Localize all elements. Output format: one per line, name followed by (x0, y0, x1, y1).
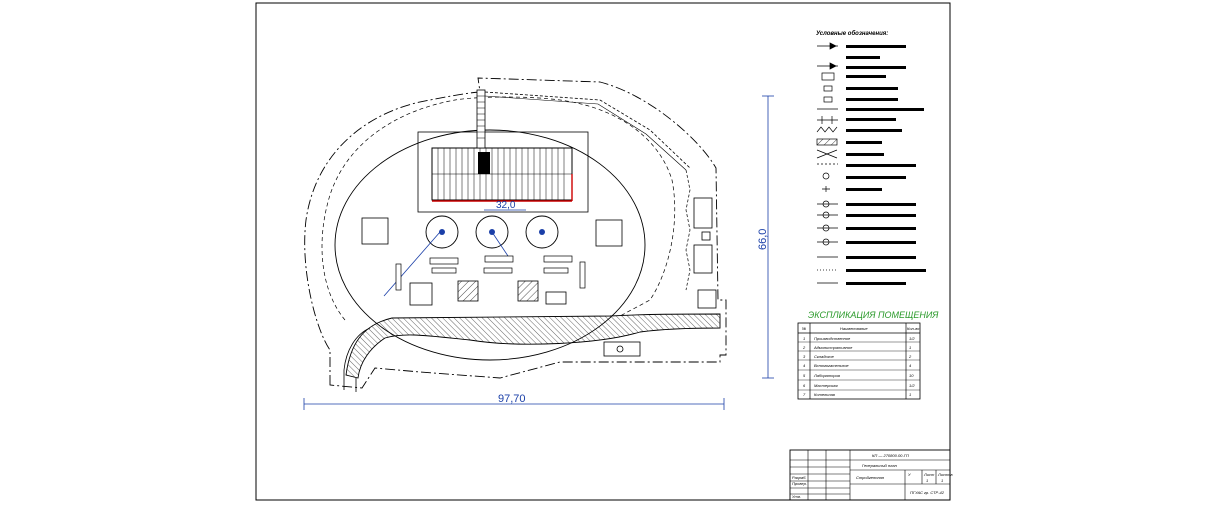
fence-ring (321, 96, 676, 321)
expl-header-qty: Кол-во (907, 326, 920, 331)
right-structures (603, 197, 717, 357)
expl-row-qty: 1 (909, 345, 911, 350)
crane-reach-line (383, 231, 441, 297)
expl-row-qty: 1/2 (909, 383, 915, 388)
stamp-sheet-label: Лист (923, 472, 935, 477)
stamp-subtitle: Стройгенплан (856, 475, 885, 480)
expl-row-name: Административное (813, 345, 853, 350)
expl-row-name: Лаборатория (813, 373, 841, 378)
crane-positions (425, 215, 559, 249)
expl-row-name: Складское (814, 354, 835, 359)
temporary-buildings (395, 255, 586, 291)
stamp-approved: Утв. (792, 494, 801, 499)
stamp-checked: Провер. (792, 481, 807, 486)
access-road (345, 313, 721, 379)
stamp-org: ПГУАС гр. СТР-42 (910, 490, 945, 495)
width-dimension-label: 97,70 (498, 393, 526, 405)
expl-row-qty: 2 (908, 354, 912, 359)
stamp-developed: Разраб. (792, 475, 806, 480)
hatched-block-2 (517, 280, 539, 302)
expl-header-num: № (802, 326, 807, 331)
expl-header-name: Наименование (840, 326, 868, 331)
building-outline (417, 131, 589, 213)
expl-row-qty: 1/2 (909, 336, 915, 341)
crane-zone-ellipse (334, 129, 646, 361)
title-block: КП — 270800.00-ГП Генеральный план Строй… (789, 449, 953, 501)
hatched-block-1 (457, 280, 479, 302)
expl-row-num: 7 (803, 392, 806, 397)
explication: ЭКСПЛИКАЦИЯ ПОМЕЩЕНИЯ № Наименование Кол… (797, 310, 939, 400)
stamp-stage: У (908, 472, 911, 477)
expl-row-num: 5 (803, 373, 806, 378)
legend-title: Условные обозначения: (816, 30, 888, 37)
stamp-sheets-label: Листов (937, 472, 953, 477)
sheet-frame (255, 2, 951, 501)
building-length-label: 32,0 (496, 200, 516, 211)
expl-row-num: 6 (803, 383, 806, 388)
crane-track (476, 89, 486, 149)
stamp-title: Генеральный план (862, 463, 898, 468)
expl-row-qty: 1 (909, 392, 911, 397)
site-boundary (304, 77, 727, 389)
expl-row-qty: 4 (909, 363, 912, 368)
temporary-road-top (484, 91, 691, 169)
expl-row-qty: 10 (909, 373, 914, 378)
expl-row-name: Мастерская (814, 383, 838, 388)
storage-area-right (595, 219, 623, 247)
expl-row-name: Производственное (814, 336, 851, 341)
expl-row-name: Котельная (814, 392, 836, 397)
stamp-sheets-num: 1 (941, 478, 943, 483)
expl-row-num: 3 (803, 354, 806, 359)
stamp-code: КП — 270800.00-ГП (872, 453, 909, 458)
expl-row-num: 4 (803, 363, 806, 368)
legend: Условные обозначения: (816, 30, 926, 285)
explication-title: ЭКСПЛИКАЦИЯ ПОМЕЩЕНИЯ (808, 310, 939, 320)
expl-row-num: 2 (802, 345, 806, 350)
stamp-sheet-num: 1 (926, 478, 928, 483)
building-body (431, 147, 573, 202)
expl-row-name: Вспомогательное (814, 363, 849, 368)
storage-area-left (361, 217, 389, 245)
height-dimension-label: 66,0 (757, 229, 769, 250)
expl-row-num: 1 (803, 336, 805, 341)
